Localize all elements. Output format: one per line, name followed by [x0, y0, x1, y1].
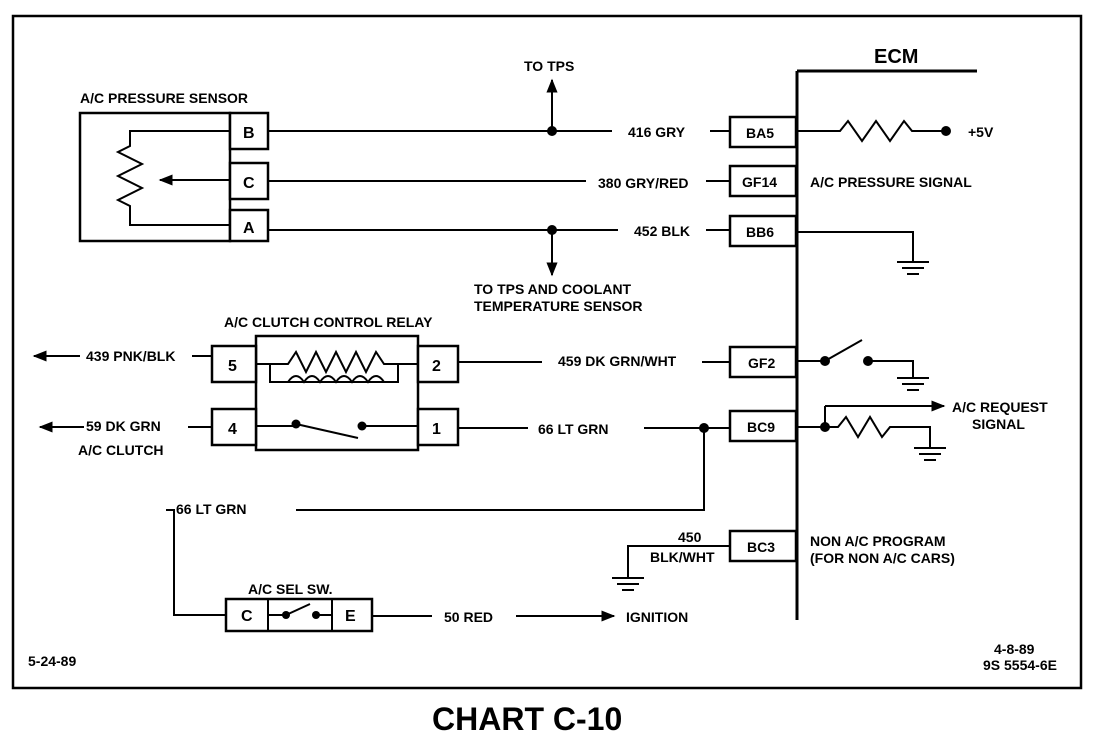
tps-down-label-1: TO TPS AND COOLANT — [474, 281, 632, 297]
selector-title: A/C SEL SW. — [248, 581, 333, 597]
diagram-frame — [11, 14, 1083, 690]
ecm-gf2-switch — [797, 339, 929, 391]
pressure-signal-label: A/C PRESSURE SIGNAL — [810, 174, 972, 190]
request-label-1: A/C REQUEST — [952, 399, 1048, 415]
wire-450-label: 450 — [678, 529, 702, 545]
svg-text:2: 2 — [432, 358, 441, 375]
ecm-pin-bb6 — [728, 214, 798, 248]
selector-pin-c: C — [241, 608, 253, 625]
part-number: 9S 5554-6E — [983, 657, 1057, 673]
pressure-sensor: A/C PRESSURE SENSOR B C A — [78, 90, 270, 243]
svg-text:C: C — [243, 175, 255, 192]
tps-down-label-2: TEMPERATURE SENSOR — [474, 298, 643, 314]
plus-5v-label: +5V — [968, 124, 994, 140]
ecm-pin-gf14 — [728, 164, 798, 198]
svg-text:1: 1 — [432, 421, 441, 438]
wire-416-label: 416 GRY — [628, 124, 686, 140]
wire-66b: 66 LT GRN — [166, 428, 705, 616]
svg-text:GF2: GF2 — [748, 355, 775, 371]
wire-450-color-label: BLK/WHT — [650, 549, 715, 565]
svg-text:GF14: GF14 — [742, 174, 777, 190]
relay-pin-2 — [416, 344, 460, 384]
ecm-pin-gf2 — [728, 345, 798, 379]
clutch-relay: A/C CLUTCH CONTROL RELAY 5 2 4 1 — [210, 314, 460, 452]
wire-452: TO TPS AND COOLANT TEMPERATURE SENSOR 45… — [268, 223, 730, 314]
pressure-sensor-pin-a — [228, 208, 270, 243]
ecm-pin-ba5 — [728, 115, 798, 149]
wire-416: TO TPS 416 GRY — [268, 58, 730, 140]
wire-59-label: 59 DK GRN — [86, 418, 161, 434]
relay-title: A/C CLUTCH CONTROL RELAY — [224, 314, 433, 330]
ecm-pin-bc9 — [728, 409, 798, 443]
ecm-request-signal: A/C REQUEST SIGNAL — [797, 399, 1048, 461]
svg-text:4: 4 — [228, 421, 237, 438]
svg-text:A: A — [243, 220, 255, 237]
svg-text:BC3: BC3 — [747, 539, 775, 555]
svg-text:BA5: BA5 — [746, 125, 774, 141]
wire-50-label: 50 RED — [444, 609, 493, 625]
svg-text:BB6: BB6 — [746, 224, 774, 240]
wire-59: 59 DK GRN A/C CLUTCH — [38, 418, 212, 458]
non-ac-label-2: (FOR NON A/C CARS) — [810, 550, 955, 566]
date-left: 5-24-89 — [28, 653, 76, 669]
wire-380-label: 380 GRY/RED — [598, 175, 689, 191]
ac-selector-switch: A/C SEL SW. C E — [224, 581, 374, 633]
request-label-2: SIGNAL — [972, 416, 1025, 432]
selector-pin-e: E — [345, 608, 356, 625]
svg-text:B: B — [243, 125, 255, 142]
wire-66a: 66 LT GRN — [458, 421, 730, 437]
ecm-label: ECM — [874, 46, 918, 68]
wire-380: 380 GRY/RED — [268, 175, 730, 191]
relay-pin-5 — [210, 344, 258, 384]
svg-text:BC9: BC9 — [747, 419, 775, 435]
wire-50: 50 RED IGNITION — [372, 609, 688, 625]
tps-up-label: TO TPS — [524, 58, 574, 74]
ecm-bc3-ground: 450 BLK/WHT NON A/C PROGRAM (FOR NON A/C… — [612, 529, 955, 591]
date-right: 4-8-89 — [994, 641, 1035, 657]
ecm-pins: BA5 GF14 BB6 GF2 BC9 BC3 — [728, 115, 798, 563]
non-ac-label-1: NON A/C PROGRAM — [810, 533, 946, 549]
svg-text:5: 5 — [228, 358, 237, 375]
ecm-ground-bb6 — [797, 231, 929, 275]
wire-66b-label: 66 LT GRN — [176, 501, 247, 517]
ac-clutch-label: A/C CLUTCH — [78, 442, 164, 458]
pressure-sensor-title: A/C PRESSURE SENSOR — [80, 90, 248, 106]
ecm-bus: ECM — [795, 46, 977, 620]
wire-439-label: 439 PNK/BLK — [86, 348, 175, 364]
relay-pin-1 — [416, 407, 460, 447]
chart-title: CHART C-10 — [432, 701, 622, 736]
ecm-5v-reference: +5V — [797, 119, 994, 143]
wire-452-label: 452 BLK — [634, 223, 690, 239]
wire-459: 459 DK GRN/WHT — [458, 353, 730, 369]
wire-439: 439 PNK/BLK — [32, 348, 212, 364]
ignition-label: IGNITION — [626, 609, 688, 625]
wire-66a-label: 66 LT GRN — [538, 421, 609, 437]
wire-459-label: 459 DK GRN/WHT — [558, 353, 677, 369]
ecm-pin-bc3 — [728, 529, 798, 563]
